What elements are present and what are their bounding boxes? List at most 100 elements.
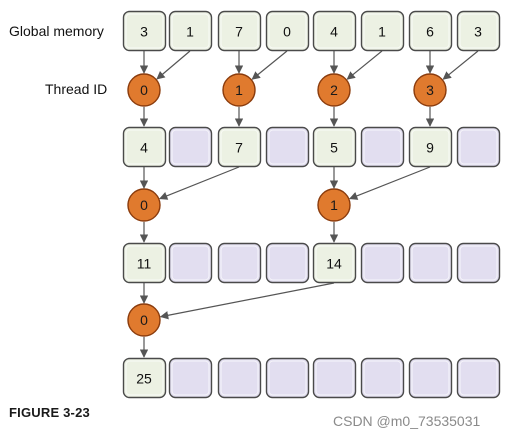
memory-cell-highlight	[125, 129, 164, 165]
memory-cell-highlight	[268, 129, 307, 165]
memory-cell-value: 4	[330, 24, 338, 40]
input-arrow	[159, 166, 240, 200]
memory-cell-box	[408, 10, 453, 52]
memory-cell-value: 3	[140, 24, 148, 40]
memory-cell	[265, 126, 310, 168]
thread-id-value: 0	[140, 197, 148, 213]
thread-id-label: Thread ID	[45, 81, 108, 97]
memory-cell	[217, 357, 262, 399]
memory-cell-box	[312, 126, 357, 168]
memory-cell-highlight	[363, 360, 402, 396]
memory-cell: 1	[168, 10, 213, 52]
global-memory-label: Global memory	[9, 23, 104, 39]
input-arrow	[251, 50, 288, 80]
memory-cell-highlight	[459, 13, 498, 49]
memory-cell-value: 4	[140, 140, 148, 156]
memory-cell-box	[217, 242, 262, 284]
memory-cell-highlight	[363, 13, 402, 49]
thread-circle	[317, 73, 351, 107]
memory-cell-highlight	[268, 13, 307, 49]
memory-cell	[265, 357, 310, 399]
memory-cell-value: 7	[235, 24, 243, 40]
memory-cell-box	[312, 10, 357, 52]
thread-node: 3	[413, 73, 447, 107]
memory-cell-box	[265, 126, 310, 168]
memory-cell-box	[168, 126, 213, 168]
watermark-text: CSDN @m0_73535031	[333, 413, 481, 429]
memory-cell-box	[360, 242, 405, 284]
arrows-layer	[139, 50, 479, 358]
memory-cell-box	[265, 242, 310, 284]
thread-circle	[127, 188, 161, 222]
memory-cell-box	[265, 357, 310, 399]
memory-cell	[360, 357, 405, 399]
memory-cell-box	[456, 357, 501, 399]
memory-cell-box	[456, 242, 501, 284]
memory-cell: 3	[122, 10, 167, 52]
memory-cell-highlight	[125, 245, 164, 281]
thread-circle	[127, 303, 161, 337]
memory-cell: 6	[408, 10, 453, 52]
thread-node: 2	[317, 73, 351, 107]
memory-cell-box	[265, 10, 310, 52]
memory-cell-box	[456, 10, 501, 52]
memory-cell	[168, 357, 213, 399]
memory-cell-box	[456, 126, 501, 168]
memory-cell: 25	[122, 357, 167, 399]
memory-cell-value: 0	[283, 24, 291, 40]
memory-cell-highlight	[268, 360, 307, 396]
memory-cell-highlight	[171, 13, 210, 49]
memory-cell-highlight	[220, 245, 259, 281]
memory-cell-box	[360, 126, 405, 168]
memory-cell: 4	[122, 126, 167, 168]
thread-node: 1	[317, 188, 351, 222]
memory-cell-highlight	[171, 245, 210, 281]
memory-cell	[456, 126, 501, 168]
memory-cell-highlight	[363, 245, 402, 281]
memory-cell: 14	[312, 242, 357, 284]
memory-cell-box	[408, 242, 453, 284]
memory-cell-highlight	[411, 245, 450, 281]
memory-cell	[456, 357, 501, 399]
memory-cell-box	[312, 242, 357, 284]
memory-cell-highlight	[268, 245, 307, 281]
memory-cell	[217, 242, 262, 284]
memory-cell-highlight	[459, 360, 498, 396]
memory-cell-value: 14	[326, 256, 342, 272]
memory-cell-highlight	[315, 13, 354, 49]
memory-cell-highlight	[171, 360, 210, 396]
memory-cell-value: 1	[378, 24, 386, 40]
memory-cell-highlight	[411, 360, 450, 396]
memory-cell	[168, 242, 213, 284]
memory-cell	[265, 242, 310, 284]
memory-cell-box	[217, 357, 262, 399]
memory-cell-box	[168, 10, 213, 52]
memory-cell: 9	[408, 126, 453, 168]
memory-cell-highlight	[411, 129, 450, 165]
memory-cell-value: 5	[330, 140, 338, 156]
memory-cell-highlight	[315, 129, 354, 165]
memory-cell-highlight	[125, 360, 164, 396]
memory-cell-box	[217, 10, 262, 52]
memory-cell-value: 3	[474, 24, 482, 40]
thread-circle	[317, 188, 351, 222]
memory-cell-box	[408, 357, 453, 399]
thread-circle	[413, 73, 447, 107]
memory-cell	[168, 126, 213, 168]
thread-id-value: 1	[330, 197, 338, 213]
input-arrow	[442, 50, 479, 80]
memory-cell-value: 9	[426, 140, 434, 156]
memory-cell-highlight	[171, 129, 210, 165]
memory-cell-box	[122, 242, 167, 284]
memory-cell-value: 25	[136, 371, 152, 387]
memory-cell-highlight	[315, 245, 354, 281]
memory-cell-box	[122, 10, 167, 52]
thread-node: 0	[127, 73, 161, 107]
memory-cell: 11	[122, 242, 167, 284]
memory-cell: 0	[265, 10, 310, 52]
input-arrow	[156, 50, 191, 80]
memory-cell: 3	[456, 10, 501, 52]
memory-cell	[456, 242, 501, 284]
